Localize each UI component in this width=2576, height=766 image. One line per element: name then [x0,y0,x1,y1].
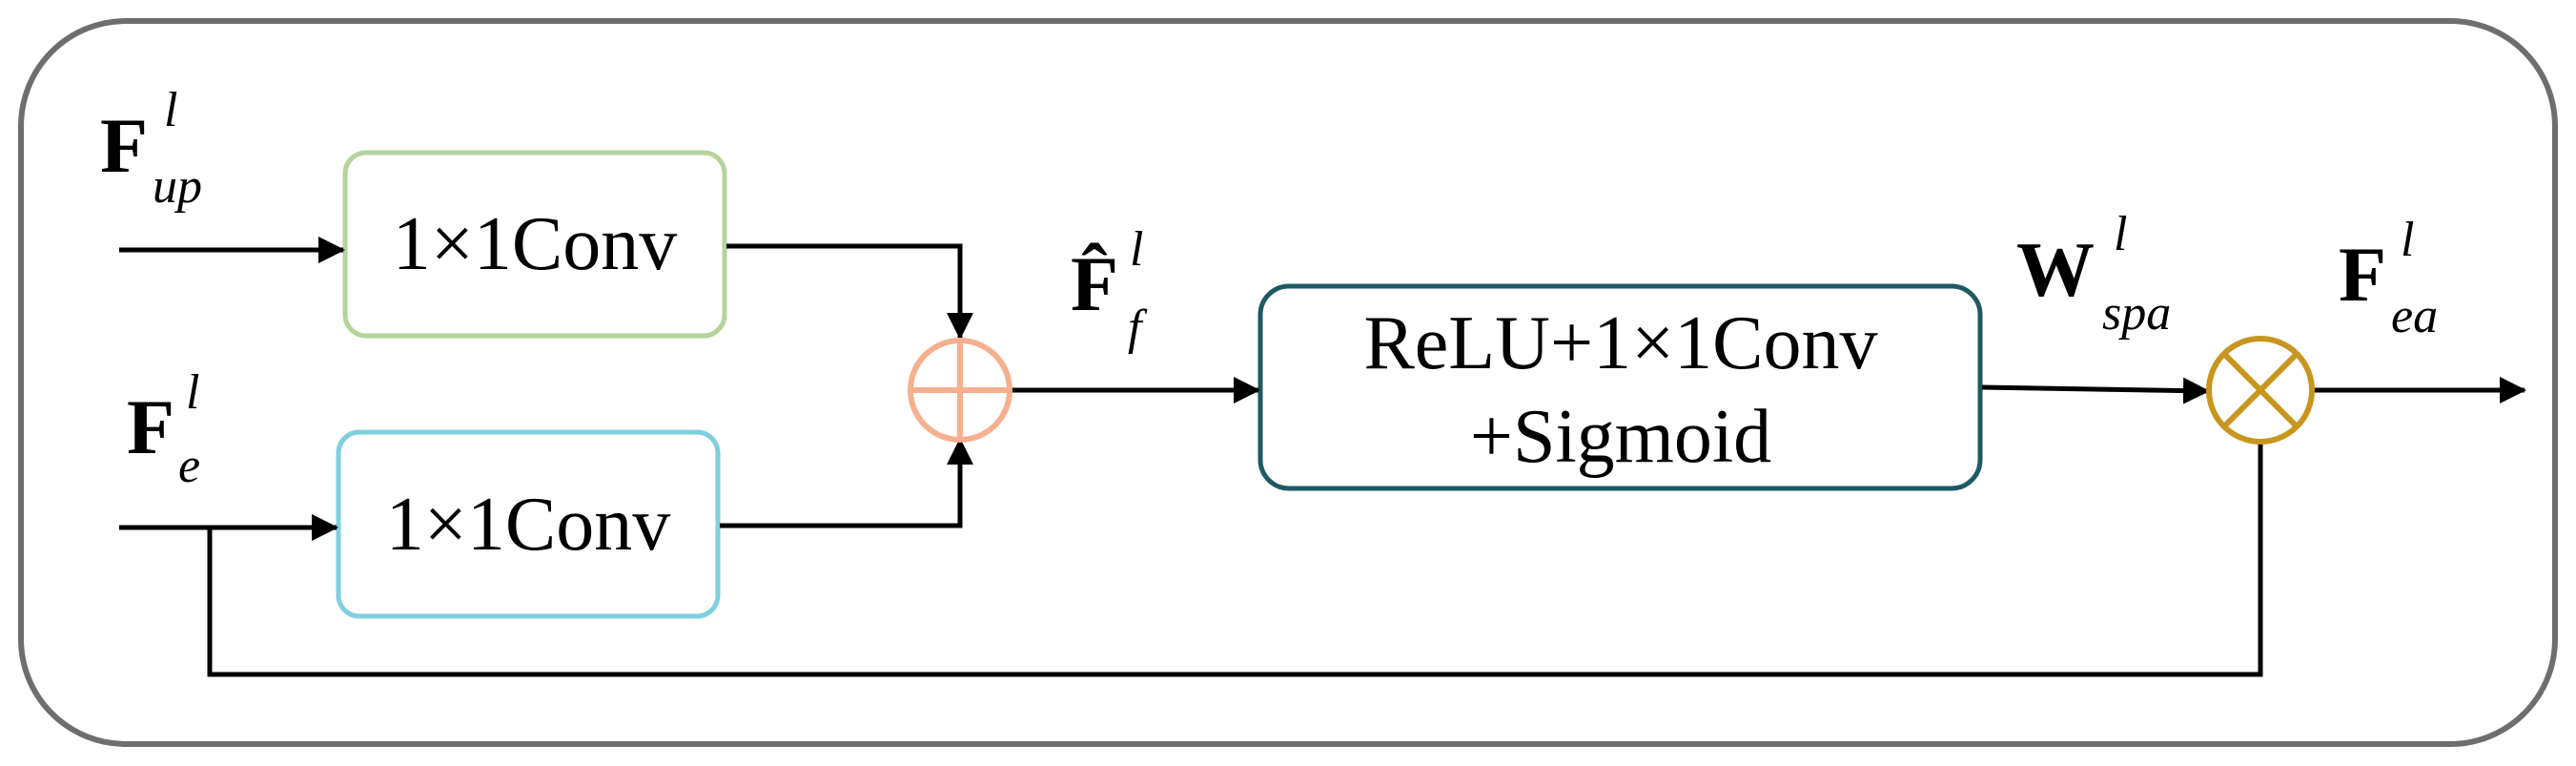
symbol-f-e-sub: e [178,439,200,493]
symbol-w-spa: W l spa [2016,207,2171,341]
symbol-f-e-sup: l [186,365,199,420]
symbol-w-spa-sub: spa [2102,286,2171,341]
circle-times-icon [2206,336,2315,445]
attention-label-line1: ReLU+1×1Conv [1363,301,1877,385]
symbol-f-ea-sup: l [2401,213,2414,267]
conv-up-box [342,150,727,339]
attention-to-multiply-arrow [1981,377,2210,404]
symbol-f-up-sub: up [153,159,202,214]
conv-e-to-add-arrow [720,438,973,528]
symbol-f-up-sup: l [164,83,177,137]
conv-e-box [336,429,721,619]
symbol-f-up: F l up [100,83,202,214]
symbol-f-up-base: F [100,102,148,189]
attention-box [1257,283,1983,491]
conv-up-label: 1×1Conv [393,202,677,286]
symbol-f-ea-sub: ea [2391,289,2438,343]
circle-plus-icon [908,338,1012,443]
symbol-w-spa-base: W [2016,226,2095,313]
symbol-f-ea: F l ea [2339,213,2438,343]
symbol-f-ea-base: F [2339,231,2386,318]
conv-e-label: 1×1Conv [386,483,670,567]
conv-up-to-add-arrow [726,243,973,340]
symbol-f-hat-f-sup: l [1130,222,1143,277]
symbol-f-e: F l e [127,365,200,493]
symbol-f-hat-f-base: F̂ [1071,240,1118,327]
skip-connection-line [207,444,2263,677]
attention-label-line2: +Sigmoid [1470,395,1771,479]
symbol-f-e-base: F [127,383,174,470]
symbol-w-spa-sup: l [2114,207,2127,261]
